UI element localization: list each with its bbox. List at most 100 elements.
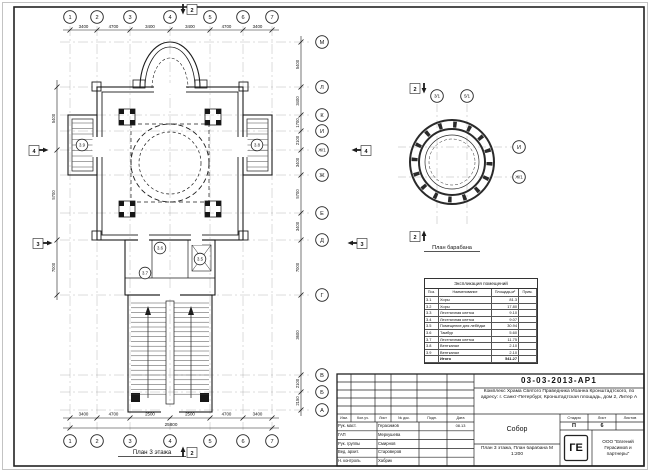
section-arrow	[421, 230, 427, 236]
tb-staff-role: Вед. архит.	[338, 449, 359, 455]
axis-bubble	[236, 10, 250, 24]
schedule-title: Экспликация помещений	[425, 279, 537, 289]
tb-column-header: Дата	[456, 416, 465, 420]
object-name: Собор	[506, 425, 528, 433]
drum-ring	[424, 134, 480, 190]
pylon-corner	[119, 109, 124, 114]
pylon-corner	[205, 212, 210, 217]
tb-column-header: Изм.	[340, 416, 348, 420]
dim-total: 25800	[165, 422, 178, 427]
section-arrow	[351, 147, 357, 153]
logo-box	[563, 434, 589, 462]
dim-value: 5400	[51, 113, 56, 123]
dim-tick	[207, 27, 213, 33]
axis-label: 5	[208, 15, 211, 21]
axis-bubble	[315, 233, 329, 247]
stair-spine-wall	[165, 300, 175, 405]
section-label-box	[409, 83, 421, 94]
tb-staff-name: Староверов	[378, 449, 402, 455]
dim-tick	[298, 128, 304, 134]
axis-label: 5	[208, 439, 211, 445]
stair-arrowhead	[145, 306, 151, 315]
apse-shoulder	[132, 79, 146, 89]
pylon-corner	[130, 201, 135, 206]
axis-bubble	[163, 434, 177, 448]
dim-tick	[298, 210, 304, 216]
schedule-header-cell: Прим.	[519, 289, 537, 296]
dim-value: 5700	[295, 189, 300, 199]
tb-column-header: Кол.уч.	[357, 416, 369, 420]
dim-tick	[298, 172, 304, 178]
dim-value: 7000	[295, 262, 300, 272]
dim-tick	[240, 415, 246, 421]
axis-label: В	[320, 373, 324, 379]
axis-label: 1	[68, 15, 71, 21]
schedule-pos-cell: 3.7	[425, 336, 439, 343]
axis-bubble	[203, 10, 217, 24]
dim-tick	[127, 27, 133, 33]
schedule-area-cell: 81.3	[492, 297, 519, 303]
wall-opening	[161, 407, 179, 415]
axis-label: М	[320, 40, 325, 46]
stage-label: Стадия	[567, 415, 581, 420]
title-block-grid	[336, 373, 645, 467]
schedule-note-cell	[519, 297, 537, 303]
tb-staff-role: ГАП	[338, 431, 346, 437]
axis-label: 2	[95, 439, 98, 445]
dim-tick	[54, 237, 60, 243]
tb-staff-role: Рук. группы	[338, 440, 360, 446]
axis-bubble	[90, 10, 104, 24]
schedule-pos-cell: 3.5	[425, 323, 439, 329]
schedule-header-cell: Наименование	[439, 289, 492, 296]
tb-column-header: № док.	[398, 416, 410, 420]
dim-tick	[298, 372, 304, 378]
project-description: Комплекс Храма Святого Праведника Иоанна…	[480, 389, 638, 400]
tb-staff-date	[447, 431, 474, 440]
pylon-corner	[119, 212, 124, 217]
dome-circle-inner	[138, 131, 202, 195]
wall-opening	[138, 233, 149, 245]
section-arrow	[421, 88, 427, 94]
pylon-corner	[205, 201, 210, 206]
axis-bubble	[460, 89, 474, 103]
schedule-pos-cell: 3.8	[425, 343, 439, 349]
drum-ring	[418, 128, 486, 196]
drum-plan-caption: План барабана	[432, 245, 473, 251]
drum-ring	[411, 121, 493, 203]
axis-bubble	[315, 368, 329, 382]
schedule-note-cell	[519, 349, 537, 356]
tb-staff-name: Смирнов	[378, 440, 396, 446]
dim-tick	[240, 27, 246, 33]
pylon	[118, 108, 136, 126]
axis-label: 4	[168, 15, 171, 21]
pylon-corner	[205, 109, 210, 114]
room-tag-bubble	[153, 241, 167, 255]
dim-tick	[167, 415, 173, 421]
lists-label: Листов	[623, 415, 637, 420]
pylon-corner	[216, 120, 221, 125]
section-label-box	[28, 145, 40, 156]
schedule-name-cell: Вентканал	[439, 343, 492, 349]
stair-newel	[200, 393, 209, 402]
axis-label: 2	[95, 15, 98, 21]
floor-plan-caption: План 3 этажа	[133, 449, 172, 456]
axis-label: 4	[168, 439, 171, 445]
axis-bubble	[123, 434, 137, 448]
axis-label: 3/1	[434, 94, 440, 99]
schedule-note-cell	[519, 329, 537, 336]
dim-value: 4700	[109, 24, 119, 29]
schedule-area-cell: 2.10	[492, 349, 519, 356]
dim-tick	[298, 407, 304, 413]
axis-label: Г	[320, 293, 323, 299]
tb-column-header: Подп.	[427, 416, 437, 420]
axis-bubble	[430, 89, 444, 103]
dim-value: 5400	[295, 59, 300, 69]
pylon-corner	[119, 120, 124, 125]
room-tag-label: 3.5	[197, 257, 204, 262]
room-tag-bubble	[250, 138, 264, 152]
